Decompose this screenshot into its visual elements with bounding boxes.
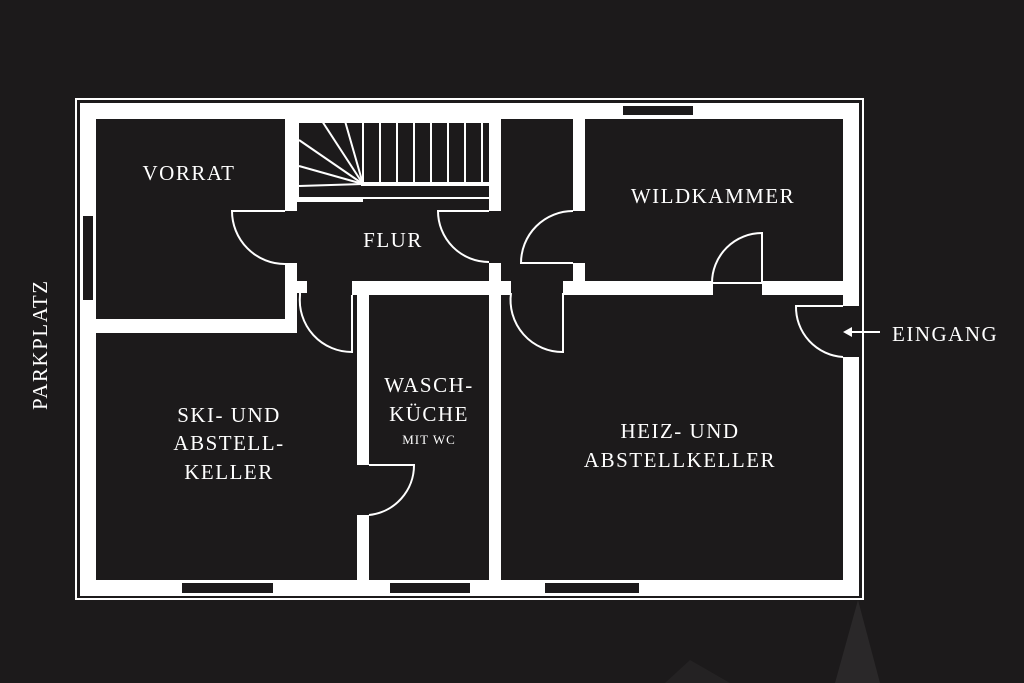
wall-wild-left — [573, 119, 585, 211]
window-heiz — [545, 583, 639, 593]
entrance-arrow — [843, 327, 880, 337]
wall-wild-bottom — [563, 281, 713, 295]
wall-wasch-right — [489, 295, 501, 596]
stair-outline — [297, 120, 493, 199]
outer-border — [75, 98, 864, 600]
arrow-head — [843, 327, 852, 337]
room-label-ski-2: ABSTELL- — [173, 431, 284, 455]
stair-winder — [298, 165, 364, 185]
staircase — [297, 120, 493, 199]
window-wasch — [390, 583, 470, 593]
room-label-wasch-2: KÜCHE — [389, 402, 469, 426]
door-flur-right — [436, 210, 490, 263]
wall-right-upper — [843, 103, 859, 306]
room-label-flur: FLUR — [363, 228, 423, 252]
room-label-vorrat: VORRAT — [142, 161, 235, 185]
room-label-wasch-1: WASCH- — [384, 373, 474, 397]
door-entrance — [794, 305, 844, 358]
window-ski — [182, 583, 273, 593]
room-label-ski-3: KELLER — [184, 460, 273, 484]
room-label-wasch-sub: MIT WC — [402, 432, 456, 447]
light-streak — [835, 600, 880, 683]
wall-top — [80, 103, 859, 119]
door-vorrat — [230, 210, 286, 265]
room-label-wildkammer: WILDKAMMER — [631, 184, 795, 208]
wall-left — [80, 103, 96, 596]
stair-landing — [361, 182, 493, 186]
door-heiz — [509, 292, 564, 354]
window-vorrat — [83, 216, 93, 300]
stair-winder — [344, 120, 364, 185]
wall-vorrat-right — [285, 119, 297, 211]
stair-winder — [298, 139, 364, 185]
light-streak — [665, 660, 730, 683]
wall-wild-bottom-right — [762, 281, 859, 295]
wall-stub — [501, 281, 511, 295]
wall-wasch-left-lower — [357, 515, 369, 596]
room-label-heiz-1: HEIZ- UND — [620, 419, 739, 443]
wall-vorrat-right-lower — [285, 263, 297, 333]
doors — [230, 210, 844, 516]
wall-wild-left-lower — [573, 263, 585, 295]
stair-winder — [298, 183, 364, 187]
door-ski — [298, 281, 353, 354]
room-label-ski-1: SKI- UND — [177, 403, 281, 427]
label-parkplatz: PARKPLATZ — [28, 279, 52, 410]
wall-vorrat-bottom — [96, 319, 297, 333]
door-wasch — [368, 464, 416, 516]
label-eingang: EINGANG — [892, 322, 998, 346]
wall-flur-bottom-stub — [297, 281, 307, 293]
stair-winder — [321, 120, 364, 185]
room-label-heiz-2: ABSTELLKELLER — [584, 448, 776, 472]
stair-bottom-left — [297, 198, 363, 202]
door-wildkammer — [519, 210, 574, 264]
wall-wasch-left — [357, 295, 369, 465]
wall-flur-bottom — [352, 281, 501, 295]
wall-right-lower — [843, 357, 859, 596]
door-wildkammer-heiz — [710, 231, 763, 284]
window-wildkammer — [623, 106, 693, 115]
windows — [83, 106, 693, 593]
